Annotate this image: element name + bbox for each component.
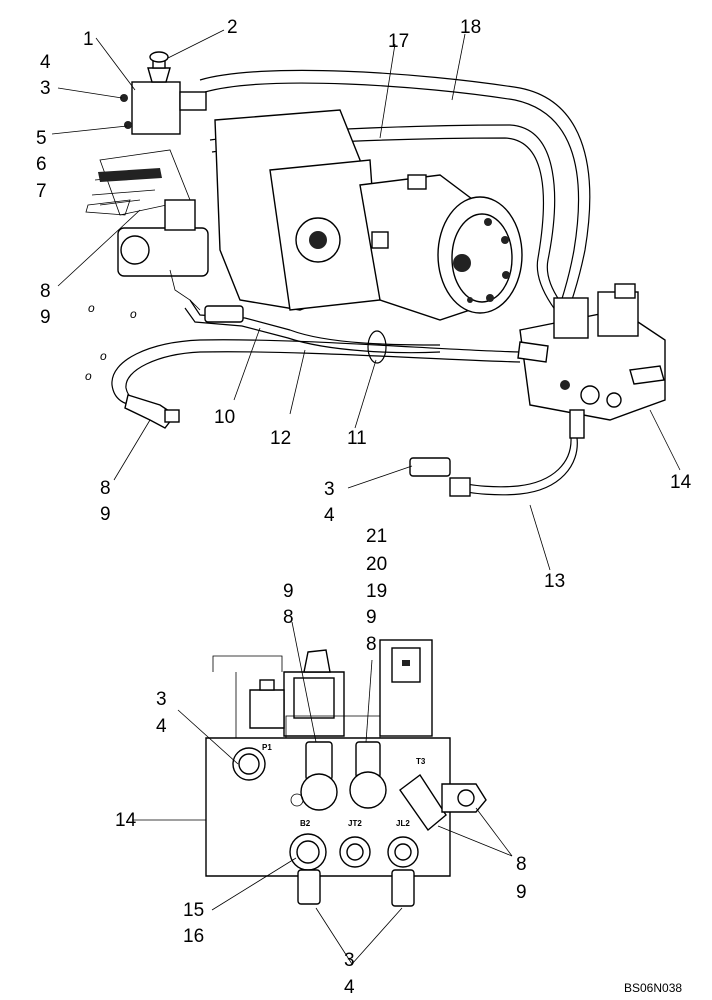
- callout-20: 20: [366, 554, 387, 575]
- callout-6: 6: [36, 154, 47, 175]
- callout-numbers: 1 2 4 3 5 6 7 17 18 8 9 10 12 11 14 8 9 …: [36, 17, 692, 998]
- callout-13: 13: [544, 571, 565, 592]
- port-jt2: JT2: [339, 819, 371, 868]
- hydraulic-motor: [359, 174, 523, 321]
- hose-13: [409, 437, 578, 497]
- solenoid-right: [379, 639, 433, 737]
- solenoid-left: [249, 649, 345, 737]
- callout-1: 1: [83, 29, 94, 50]
- svg-text:o: o: [130, 307, 137, 321]
- hose-clamp-11: [367, 330, 387, 364]
- hose-18: [199, 69, 591, 351]
- valve-block-1: [120, 51, 207, 135]
- callout-4: 4: [40, 52, 51, 73]
- port-b2-label: B2: [300, 819, 311, 828]
- svg-text:o: o: [88, 301, 95, 315]
- callout-16: 16: [183, 926, 204, 947]
- callout-3-bottom: 3: [344, 950, 355, 971]
- callout-11: 11: [347, 428, 367, 449]
- callout-10: 10: [214, 407, 235, 428]
- control-linkage: [85, 149, 191, 216]
- callout-18: 18: [460, 17, 481, 38]
- port-t3: T3: [399, 757, 487, 832]
- callout-9-left: 9: [283, 581, 294, 602]
- callout-5: 5: [36, 128, 47, 149]
- port-p1-label: P1: [262, 743, 272, 752]
- callout-4-p1: 4: [156, 716, 167, 737]
- callout-9-lower: 9: [100, 504, 111, 525]
- callout-7: 7: [36, 181, 47, 202]
- port-b2: B2: [289, 819, 327, 905]
- upper-assembly: o o o o: [85, 51, 666, 497]
- port-jl2-label: JL2: [396, 819, 410, 828]
- callout-14-lower: 14: [115, 810, 137, 831]
- figure-reference: BS06N038: [624, 981, 682, 995]
- callout-8-lower: 8: [100, 478, 111, 499]
- callout-8: 8: [40, 281, 51, 302]
- port-p1: P1: [232, 743, 272, 781]
- callout-8-left: 8: [283, 607, 294, 628]
- callout-14: 14: [670, 472, 692, 493]
- callout-3: 3: [40, 78, 51, 99]
- callout-15: 15: [183, 900, 204, 921]
- callout-4-bottom: 4: [344, 977, 355, 998]
- svg-text:o: o: [100, 349, 107, 363]
- leader-lines: [51, 29, 681, 965]
- callout-4-hose: 4: [324, 505, 335, 526]
- callout-8-t3: 8: [516, 854, 527, 875]
- callout-2: 2: [227, 17, 238, 38]
- port-jl2: JL2: [387, 819, 419, 907]
- manifold-block-14: [517, 283, 666, 439]
- callout-9-t3: 9: [516, 882, 527, 903]
- port-jt2-label: JT2: [348, 819, 362, 828]
- callout-17: 17: [388, 31, 409, 52]
- svg-text:o: o: [85, 369, 92, 383]
- callout-3-p1: 3: [156, 689, 167, 710]
- lower-detail-valve-block: P1 T3 B2 JT2 JL2: [205, 639, 487, 907]
- left-valve-fitting: [117, 199, 209, 311]
- callout-21: 21: [366, 526, 387, 547]
- callout-3-hose: 3: [324, 479, 335, 500]
- callout-9-right: 9: [366, 607, 377, 628]
- hose-12: [111, 339, 521, 429]
- callout-8-right: 8: [366, 634, 377, 655]
- fittings-upper: [300, 741, 387, 811]
- hose-10: [184, 299, 441, 354]
- callout-12: 12: [270, 428, 291, 449]
- port-t3-label: T3: [416, 757, 426, 766]
- pump-body: [214, 109, 381, 311]
- callout-19: 19: [366, 581, 387, 602]
- callout-9: 9: [40, 307, 51, 328]
